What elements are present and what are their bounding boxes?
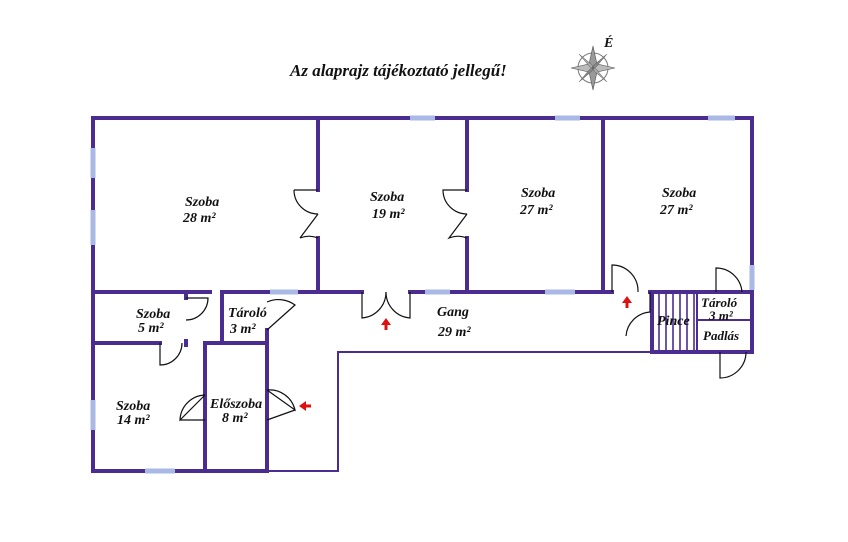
room-szoba-28-area: 28 m² <box>182 211 216 226</box>
arrow-left-icon <box>299 401 311 411</box>
room-tarolo-2-area: 3 m² <box>708 308 734 323</box>
room-gang-area: 29 m² <box>437 325 471 340</box>
arrow-up-icon <box>622 296 632 308</box>
room-pince-name: Pince <box>657 314 690 329</box>
entrance-arrows <box>299 296 632 411</box>
room-tarolo-1-name: Tároló <box>228 306 267 321</box>
room-szoba-27a-name: Szoba <box>521 186 555 201</box>
room-szoba-27a-area: 27 m² <box>519 203 553 218</box>
room-szoba-5-area: 5 m² <box>138 321 164 336</box>
room-szoba-14-area: 14 m² <box>117 413 150 428</box>
room-padlas-name: Padlás <box>703 328 739 343</box>
arrow-up-icon <box>381 318 391 330</box>
room-eloszoba-area: 8 m² <box>222 411 248 426</box>
room-szoba-5-name: Szoba <box>136 307 170 322</box>
gang-outline <box>267 351 652 472</box>
room-tarolo-1-area: 3 m² <box>229 322 256 337</box>
compass-icon <box>570 45 616 91</box>
windows <box>90 115 755 474</box>
compass-north-label: É <box>603 34 613 51</box>
room-tarolo-2-name: Tároló <box>701 295 738 310</box>
room-szoba-14-name: Szoba <box>116 399 150 414</box>
room-szoba-27b-area: 27 m² <box>659 203 693 218</box>
room-szoba-19-area: 19 m² <box>372 207 405 222</box>
room-szoba-19-name: Szoba <box>370 190 404 205</box>
plan-title: Az alaprajz tájékoztató jellegű! <box>289 61 507 80</box>
staircase <box>658 294 695 350</box>
room-gang-name: Gang <box>437 305 469 320</box>
walls <box>91 116 754 473</box>
doors <box>159 189 747 422</box>
room-szoba-27b-name: Szoba <box>662 186 696 201</box>
room-szoba-28-name: Szoba <box>185 195 219 210</box>
room-eloszoba-name: Előszoba <box>209 397 262 412</box>
